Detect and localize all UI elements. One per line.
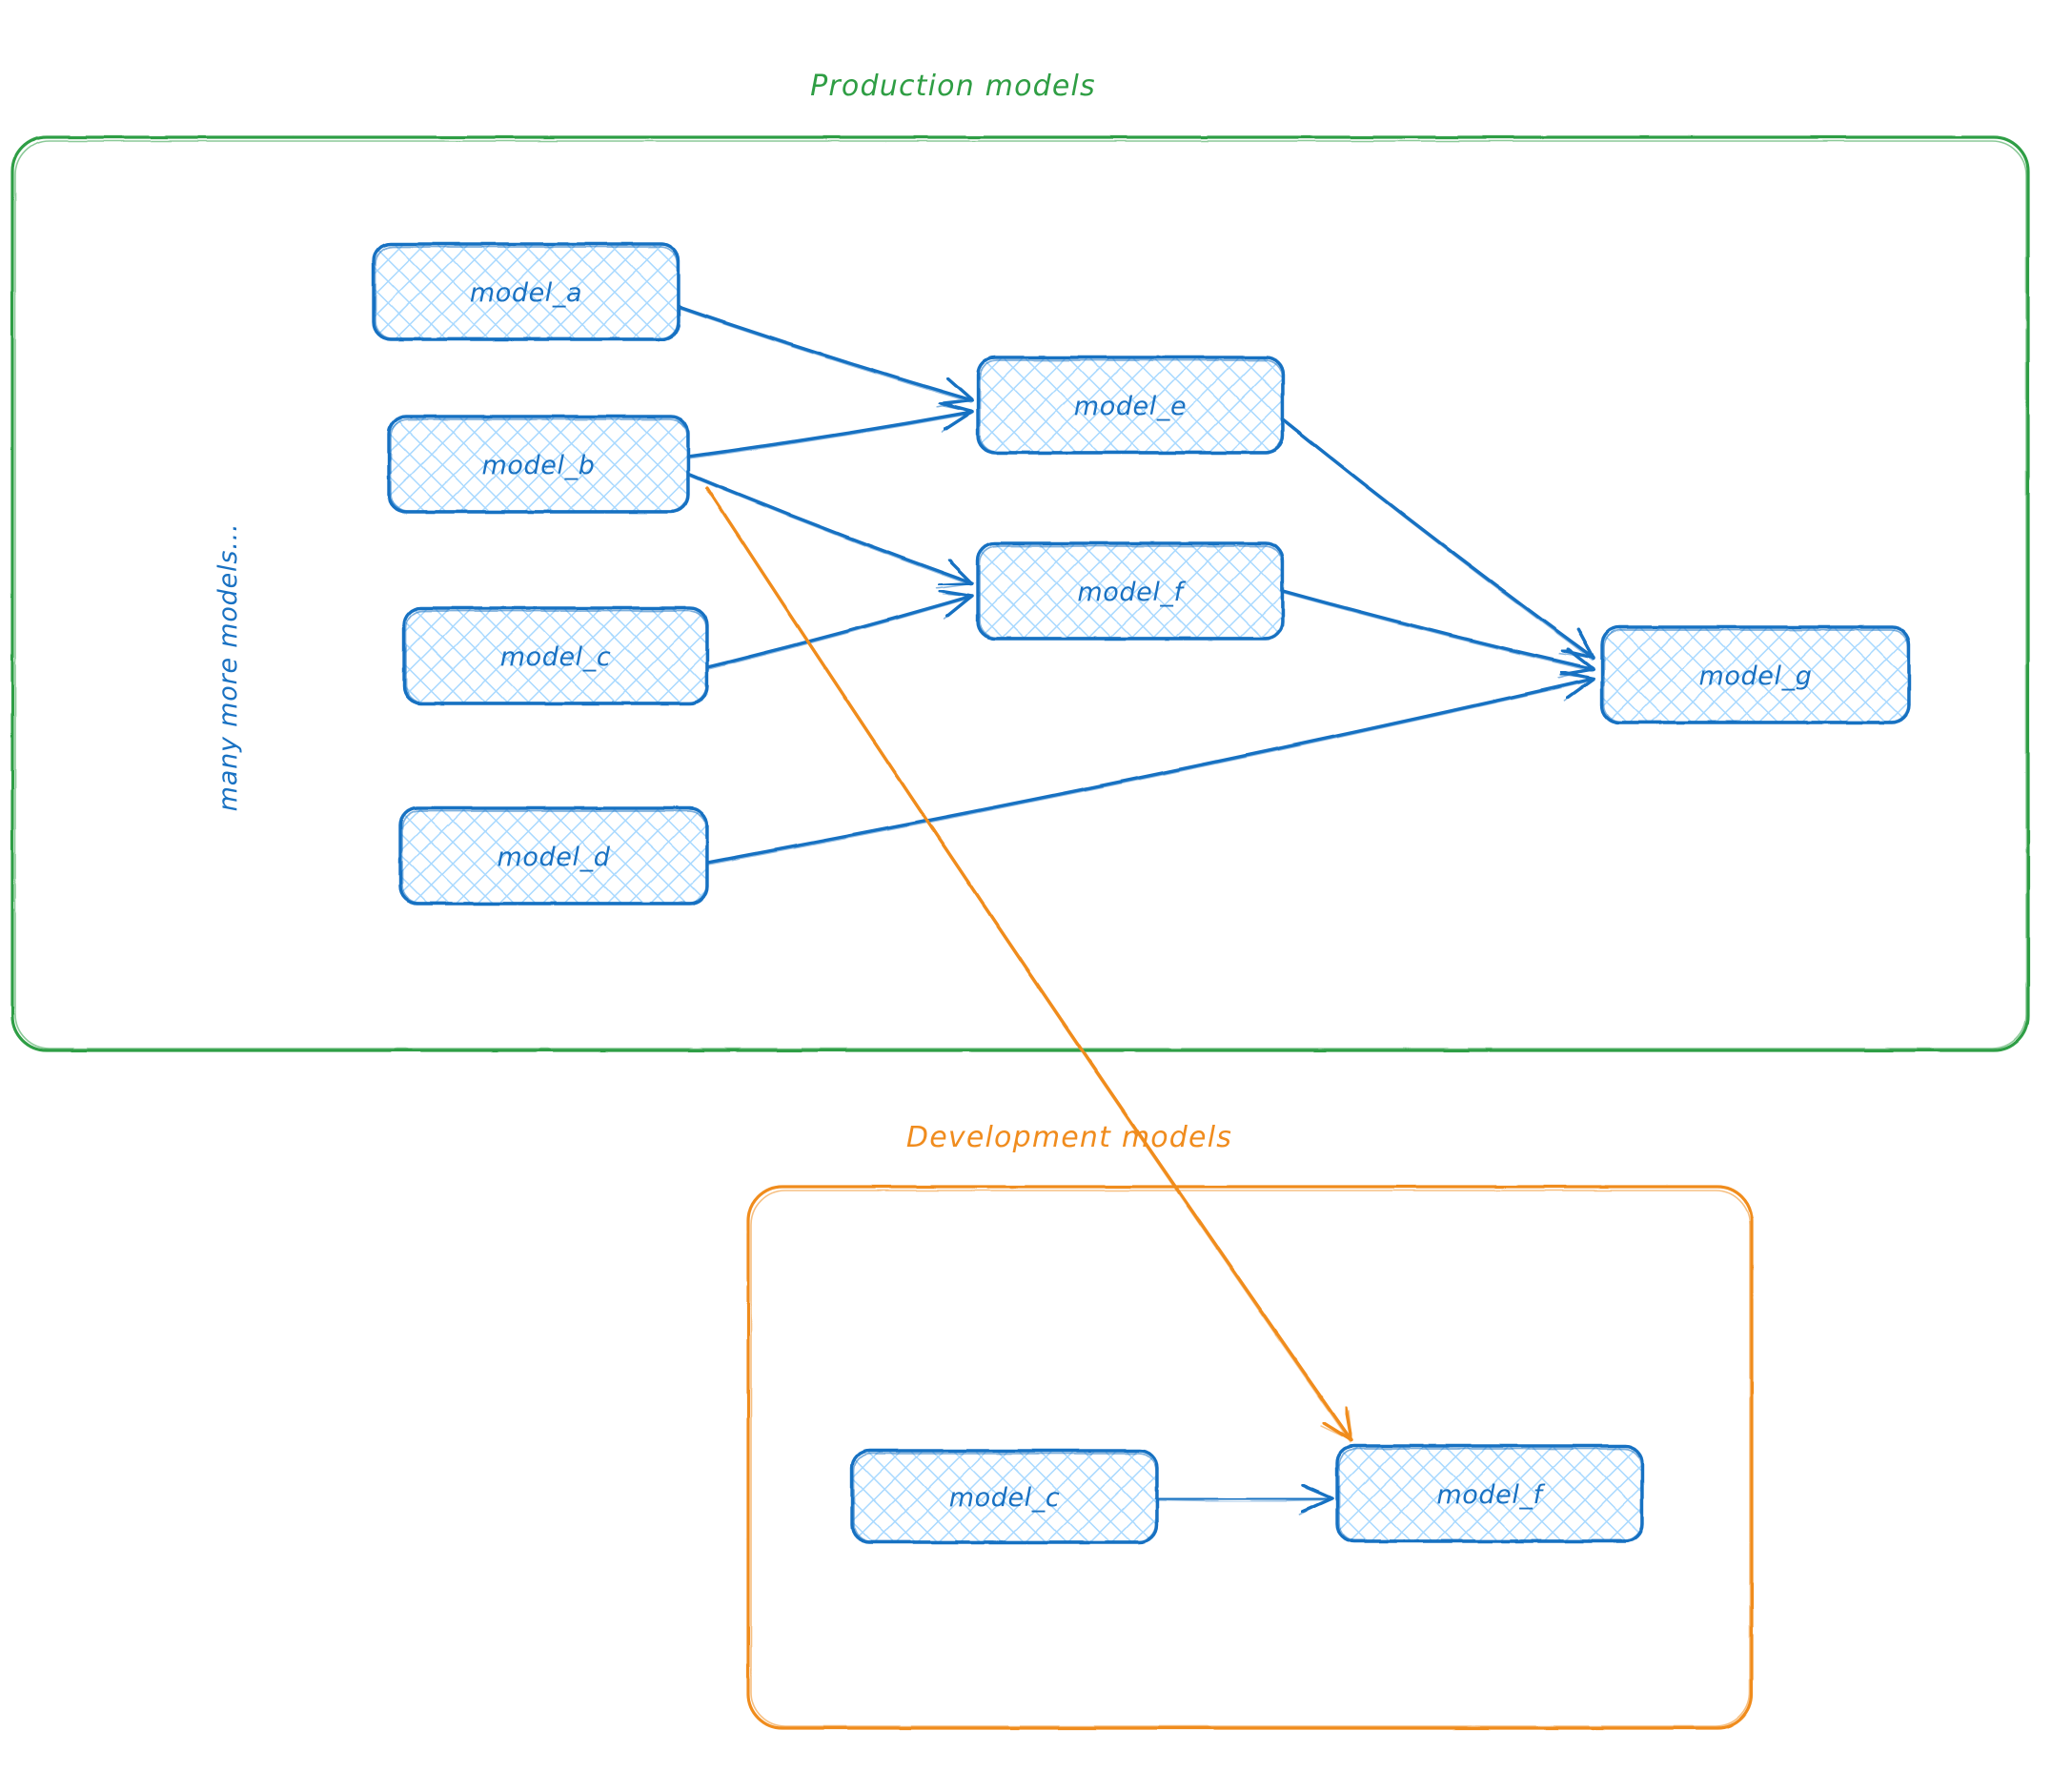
node-label: model_a bbox=[470, 278, 582, 308]
node-border-sketch bbox=[1338, 1448, 1642, 1541]
edge-f-to-g bbox=[1281, 589, 1595, 679]
edge-prodb-to-devf bbox=[705, 486, 1353, 1443]
nodes-layer: model_a model_b model_c model_d model_emodel… bbox=[372, 242, 1911, 1544]
node-border bbox=[372, 242, 681, 341]
node-label: model_e bbox=[1074, 392, 1187, 421]
node-fill bbox=[1337, 1446, 1642, 1541]
group-development bbox=[746, 1185, 1754, 1730]
edges-layer bbox=[677, 305, 1595, 1516]
edge-a-to-e bbox=[677, 305, 974, 408]
development-group-border bbox=[746, 1185, 1754, 1730]
node-border bbox=[976, 356, 1285, 455]
node-fill bbox=[389, 417, 688, 512]
node-fill bbox=[978, 543, 1283, 639]
group-production bbox=[10, 135, 2030, 1052]
edge-d-to-g bbox=[705, 670, 1595, 865]
node-label: model_c bbox=[500, 642, 612, 672]
node-prod-model-g[interactable]: model_g bbox=[1600, 625, 1911, 724]
node-dev-model-c[interactable]: model_c bbox=[850, 1449, 1159, 1544]
node-border-sketch bbox=[979, 545, 1283, 639]
node-border bbox=[398, 806, 709, 906]
node-border-sketch bbox=[401, 810, 707, 904]
node-border-sketch bbox=[375, 246, 679, 339]
node-dev-model-f[interactable]: model_f bbox=[1335, 1444, 1644, 1543]
node-prod-model-d[interactable]: model_d bbox=[398, 806, 709, 906]
node-label: model_c bbox=[949, 1483, 1061, 1513]
node-border bbox=[402, 606, 709, 705]
node-fill bbox=[404, 608, 707, 703]
node-prod-model-a[interactable]: model_a bbox=[372, 242, 681, 341]
production-group-border bbox=[10, 135, 2030, 1052]
node-label: model_f bbox=[1436, 1480, 1545, 1510]
node-fill bbox=[852, 1451, 1157, 1542]
node-prod-model-c[interactable]: model_c bbox=[402, 606, 709, 705]
edge-b-to-f bbox=[688, 473, 974, 589]
many-more-models-label: many more models... bbox=[213, 523, 243, 812]
node-prod-model-e[interactable]: model_e bbox=[976, 356, 1285, 455]
node-border bbox=[387, 415, 690, 514]
edge-b-to-e bbox=[686, 401, 974, 459]
node-prod-model-f[interactable]: model_f bbox=[976, 541, 1285, 641]
node-border bbox=[976, 541, 1285, 641]
node-border bbox=[850, 1449, 1159, 1544]
node-border-sketch bbox=[853, 1453, 1157, 1542]
node-label: model_d bbox=[498, 843, 611, 872]
development-group-title: Development models bbox=[906, 1121, 1232, 1154]
node-label: model_f bbox=[1077, 578, 1186, 607]
node-label: model_g bbox=[1699, 662, 1813, 691]
node-border-sketch bbox=[405, 610, 707, 703]
production-group-border-sketch bbox=[14, 140, 2027, 1049]
node-border bbox=[1600, 625, 1911, 724]
node-border bbox=[1335, 1444, 1644, 1543]
node-fill bbox=[374, 244, 679, 339]
development-group-border-sketch bbox=[750, 1190, 1751, 1727]
node-fill bbox=[1602, 627, 1909, 723]
node-prod-model-b[interactable]: model_b bbox=[387, 415, 690, 514]
node-border-sketch bbox=[390, 418, 688, 512]
production-group-title: Production models bbox=[810, 70, 1096, 103]
edge-c-to-f bbox=[705, 589, 974, 670]
edge-devc-to-devf bbox=[1155, 1483, 1334, 1516]
edge-e-to-g bbox=[1281, 417, 1595, 661]
node-fill bbox=[978, 357, 1283, 453]
node-border-sketch bbox=[979, 359, 1283, 453]
node-label: model_b bbox=[482, 451, 596, 480]
node-border-sketch bbox=[1603, 629, 1909, 723]
node-fill bbox=[400, 808, 707, 904]
